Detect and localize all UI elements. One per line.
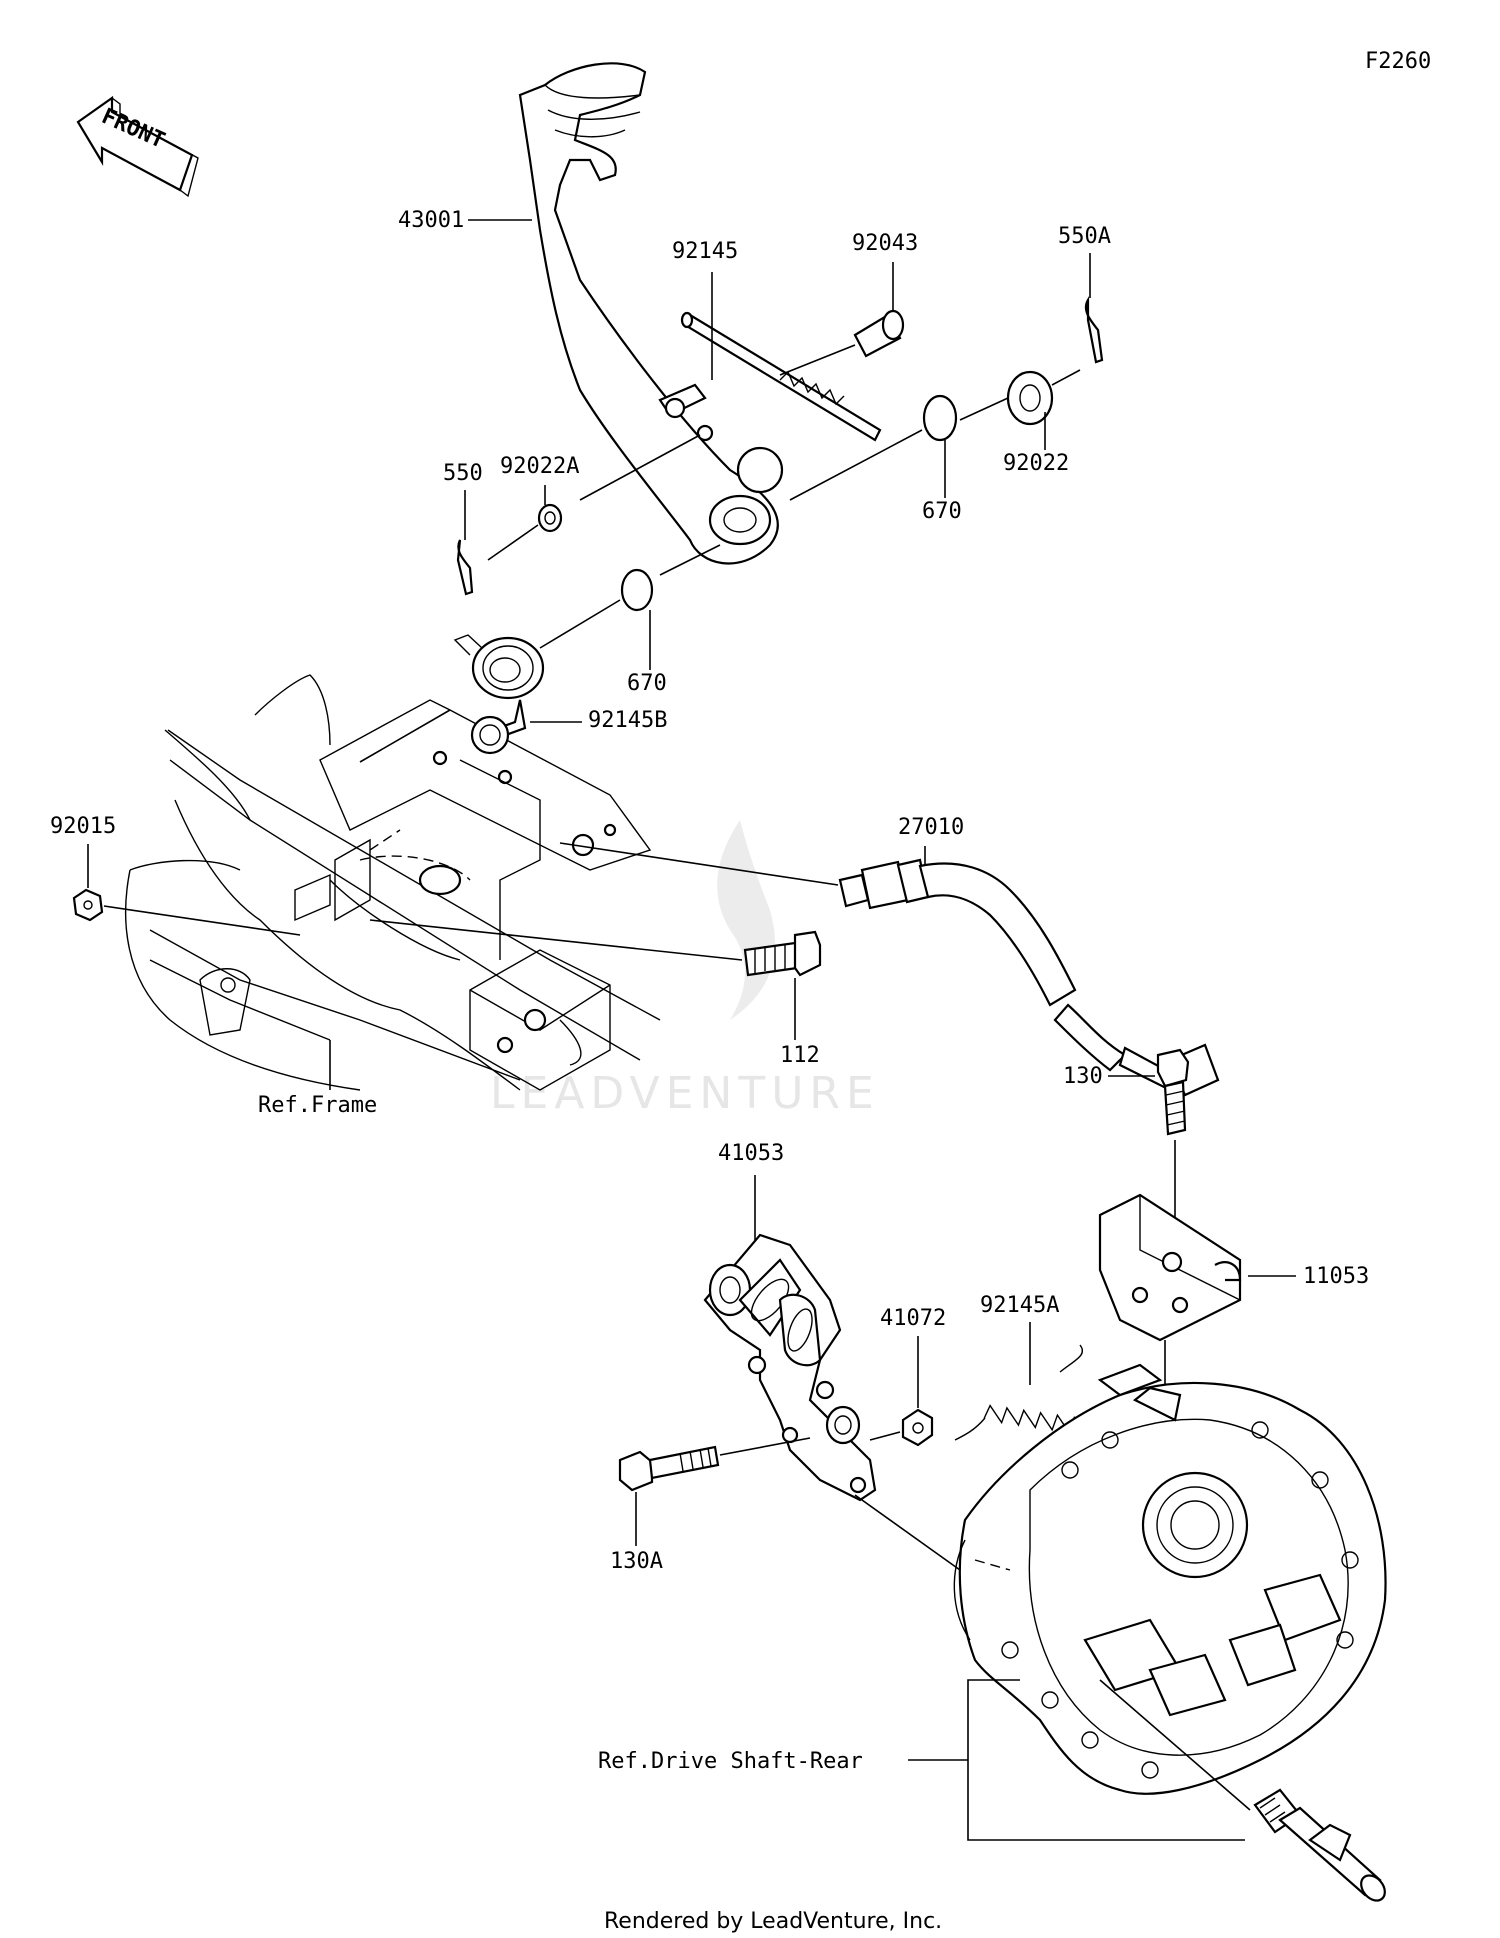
oring-670-lower [620,568,654,612]
part-label-92145A: 92145A [980,1293,1059,1318]
drive-shaft-housing [953,1363,1387,1795]
part-label-41053: 41053 [718,1141,784,1166]
nut-92015 [72,888,104,922]
bolt-112 [743,930,822,977]
part-label-41072: 41072 [880,1306,946,1331]
part-label-92022A: 92022A [500,454,579,479]
bracket-11053 [1098,1193,1242,1342]
part-label-670-upper: 670 [922,499,962,524]
part-label-92145: 92145 [672,239,738,264]
part-label-92145B: 92145B [588,708,667,733]
oring-670-upper [922,394,958,442]
brake-pedal [518,62,784,565]
torsion-spring-92145B [453,634,545,742]
part-label-670-lower: 670 [627,671,667,696]
lever-41053 [703,1233,877,1502]
part-label-27010: 27010 [898,815,964,840]
bolt-130 [1156,1048,1190,1136]
footer-credit: Rendered by LeadVenture, Inc. [604,1909,942,1934]
cotter-pin-550A [1084,296,1104,364]
ref-drive-shaft-label: Ref.Drive Shaft-Rear [598,1749,863,1774]
part-label-92043: 92043 [852,231,918,256]
part-label-550: 550 [443,461,483,486]
frame-section [124,674,661,1091]
part-label-112: 112 [780,1043,820,1068]
spring-small [779,370,845,406]
part-label-11053: 11053 [1303,1264,1369,1289]
diagram-code: F2260 [1365,49,1431,74]
bolt-130A [618,1445,720,1492]
watermark: LEADVENTURE [490,1068,880,1119]
part-label-92015: 92015 [50,814,116,839]
part-label-43001: 43001 [398,208,464,233]
drive-shaft [1099,1679,1386,1902]
part-label-130A: 130A [610,1549,663,1574]
part-label-130: 130 [1063,1064,1103,1089]
nut-41072 [901,1408,934,1447]
ref-frame-label: Ref.Frame [258,1093,377,1118]
front-arrow-icon: FRONT [76,95,199,198]
part-label-550A: 550A [1058,224,1111,249]
watermark-logo [717,820,775,1020]
pin-92043 [853,309,905,358]
washer-92022A [537,503,563,533]
part-label-92022: 92022 [1003,451,1069,476]
cotter-pin-550 [456,539,474,596]
